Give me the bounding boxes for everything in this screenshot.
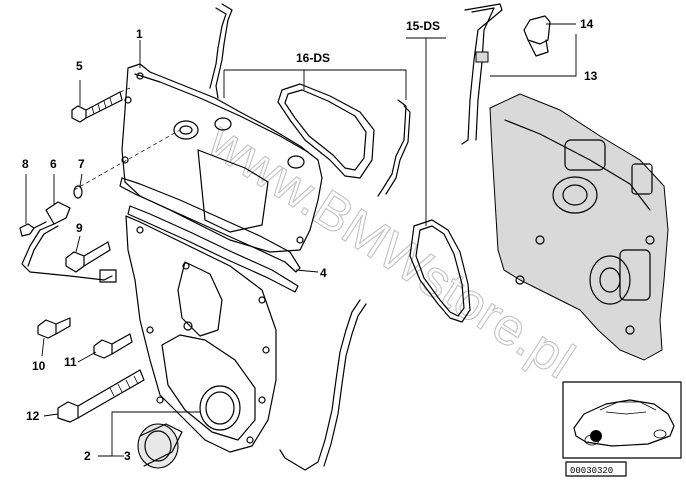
gasket-strip-13 [461, 3, 503, 145]
callout-6: 6 [50, 157, 57, 171]
lower-timing-cover [125, 215, 277, 453]
bolt-10 [37, 317, 71, 339]
callout-12: 12 [26, 409, 40, 423]
leader-lines [25, 23, 577, 457]
gasket-15-ds [279, 219, 471, 471]
bolt-12 [57, 369, 145, 423]
upper-timing-cover [121, 63, 323, 253]
screw-8 [19, 221, 47, 237]
callout-14: 14 [580, 17, 594, 31]
callout-9: 9 [76, 221, 83, 235]
gasket-strip-upper [377, 99, 411, 197]
seal-ring-3 [137, 423, 183, 469]
bracket-14 [523, 15, 551, 57]
callout-11: 11 [64, 355, 77, 369]
callout-3: 3 [124, 449, 131, 463]
location-marker [590, 430, 602, 442]
callout-10: 10 [32, 359, 46, 373]
car-thumbnail: 00030320 [562, 381, 682, 477]
reference-number: 00030320 [570, 466, 613, 476]
callout-2: 2 [84, 449, 91, 463]
oring-7 [73, 185, 83, 199]
callout-1: 1 [136, 27, 143, 41]
guide-lines [73, 87, 181, 191]
callout-7: 7 [78, 157, 85, 171]
gasket-16-ds [277, 83, 375, 179]
callout-16-ds: 16-DS [296, 51, 330, 65]
bolt-5 [71, 91, 123, 123]
bolt-9 [65, 241, 111, 273]
sensor-6 [21, 201, 117, 283]
callout-4: 4 [320, 266, 327, 280]
callout-13: 13 [584, 69, 598, 83]
gasket-4 [119, 177, 301, 293]
callout-8: 8 [22, 157, 29, 171]
engine-block [489, 93, 669, 361]
bolt-11 [93, 333, 133, 359]
gasket-strip-top [209, 3, 233, 99]
callout-15-ds: 15-DS [406, 19, 440, 33]
callout-5: 5 [76, 59, 83, 73]
